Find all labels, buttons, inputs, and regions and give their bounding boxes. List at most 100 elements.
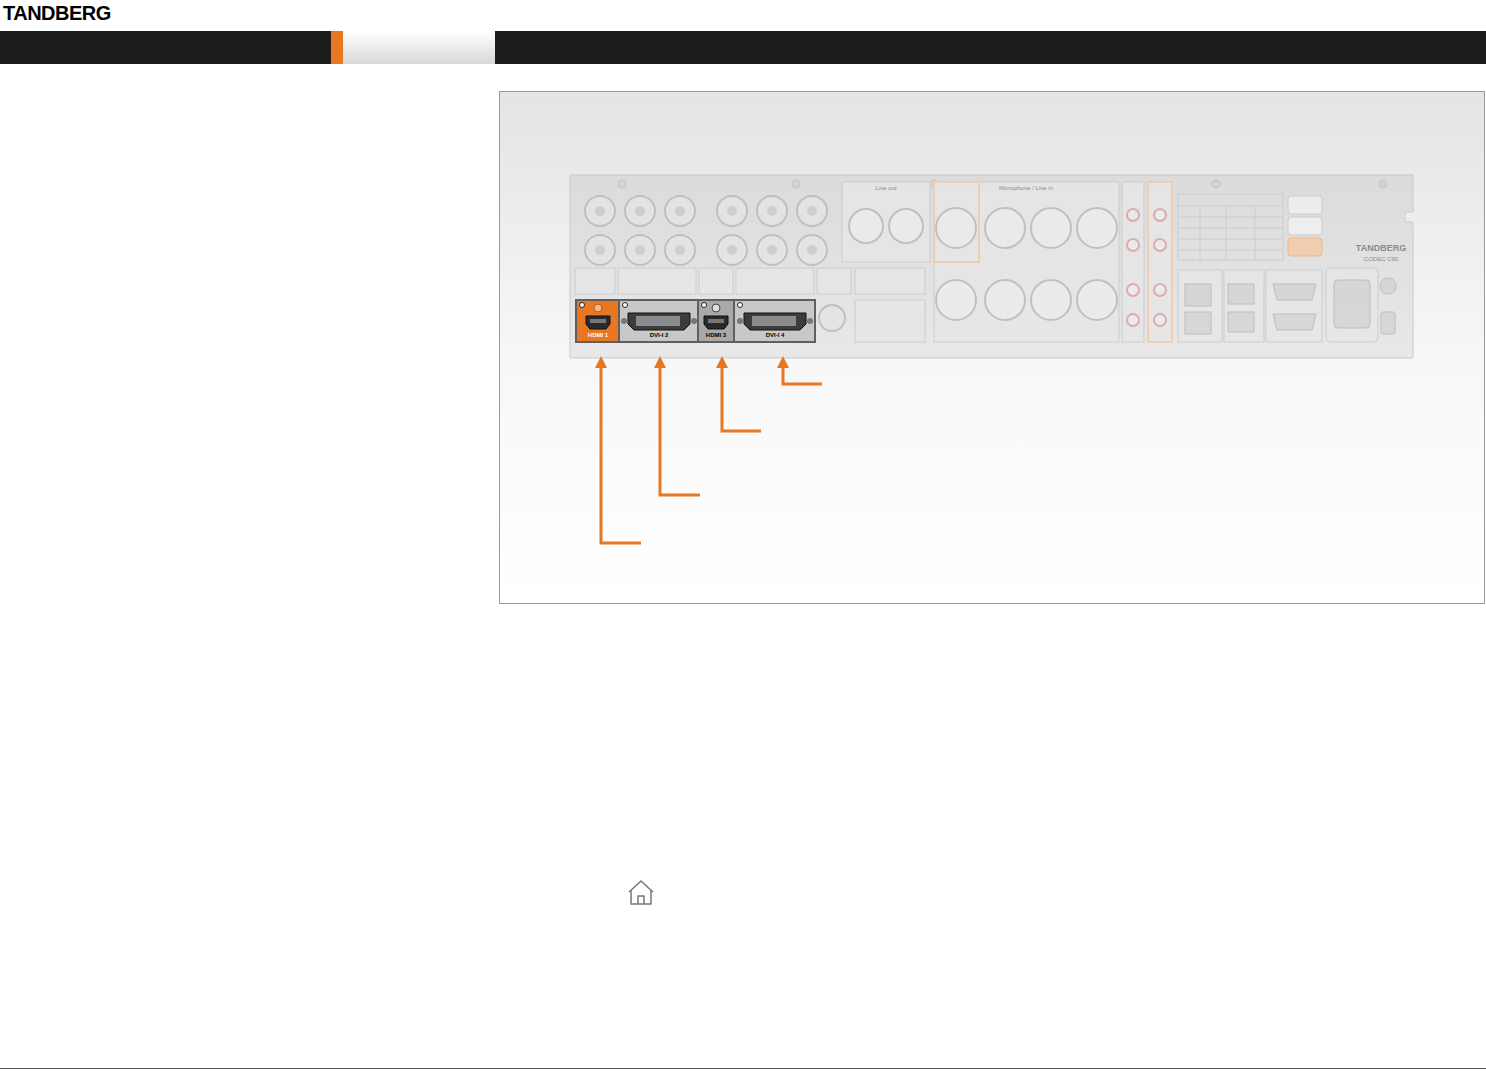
connector-label: HDMI 3: [706, 332, 726, 338]
video-input-strip: [752, 316, 796, 326]
rear-panel: [1178, 194, 1283, 260]
rear-panel: [807, 206, 817, 216]
rear-panel: [1122, 182, 1144, 342]
rear-panel: [1031, 280, 1071, 320]
rear-panel: [792, 180, 800, 188]
leader-line: [601, 364, 822, 543]
rear-panel: [1077, 280, 1117, 320]
rear-panel: [1255, 206, 1256, 260]
video-input-strip: [575, 299, 816, 343]
rear-panel: [817, 268, 851, 294]
rear-panel: [635, 206, 645, 216]
rear-panel: [625, 235, 655, 265]
video-input-strip: [708, 319, 724, 323]
rear-panel: [1185, 284, 1211, 306]
video-input-strip: [623, 303, 628, 308]
panel-label: CODEC C90: [1364, 256, 1398, 262]
rear-panel: [1224, 270, 1264, 342]
rear-panel: [727, 245, 737, 255]
footer-rule: [0, 1068, 1486, 1069]
panel-label: Line out: [875, 185, 896, 191]
rear-panel: [1273, 314, 1316, 330]
rear-panel: [1288, 238, 1322, 256]
rear-panel: [849, 209, 923, 243]
rear-panel: [855, 300, 925, 342]
rear-panel: [665, 235, 695, 265]
rear-panel: [717, 196, 747, 226]
rear-panel: [717, 235, 747, 265]
rear-panel: [727, 206, 737, 216]
rear-panel: [665, 196, 695, 226]
video-input-strip: [628, 313, 690, 330]
leader-arrowhead: [777, 356, 789, 368]
rear-panel: [1212, 180, 1220, 188]
rear-panel: [1178, 194, 1283, 260]
rear-panel: [1077, 208, 1117, 248]
rear-panel: [570, 175, 1413, 358]
rear-panel: [936, 208, 976, 248]
rear-panel: [889, 209, 923, 243]
rear-panel: [819, 305, 845, 331]
rear-panel: [699, 268, 733, 294]
video-input-strip: [636, 316, 680, 326]
rear-panel: [1288, 217, 1322, 235]
leader-line: [783, 364, 822, 384]
rear-panel: [625, 196, 655, 226]
video-input-strip: [590, 319, 606, 323]
video-input-strip: [738, 303, 743, 308]
rear-panel: [934, 182, 979, 262]
rear-panel: [1178, 217, 1283, 218]
rear-panel: [807, 245, 817, 255]
video-input-strip: [594, 304, 602, 312]
rear-panel: [849, 209, 883, 243]
rear-panel: [1266, 270, 1322, 342]
rear-panel: [675, 245, 685, 255]
rear-panel: [1288, 196, 1322, 214]
rear-panel: [1127, 314, 1139, 326]
video-input-strip: [702, 303, 707, 308]
rear-panel: [757, 196, 787, 226]
figure-frame: [500, 92, 1485, 604]
video-input-strip: [704, 316, 728, 329]
rear-panel: [618, 180, 626, 188]
rear-panel: [855, 268, 925, 294]
leader-line: [601, 364, 641, 543]
video-input-strip: [735, 301, 814, 341]
home-icon: [629, 881, 653, 904]
rear-panel: [767, 206, 777, 216]
rear-panel: [1178, 268, 1378, 342]
rear-panel: [1178, 239, 1283, 240]
header-bar: [331, 31, 343, 64]
video-input-strip: [691, 318, 697, 324]
header-bar: [343, 31, 495, 64]
rear-panel: [1127, 209, 1139, 221]
connector-label: DVI-I 4: [766, 332, 785, 338]
panel-label: Microphone / Line in: [999, 185, 1053, 191]
rear-panel: [1127, 239, 1139, 251]
rear-panel: [1381, 312, 1395, 334]
rear-panel: [585, 235, 615, 265]
rear-panel: [1200, 206, 1201, 260]
rear-panel: [842, 182, 930, 262]
leader-arrowhead: [654, 356, 666, 368]
rear-panel: [1379, 180, 1387, 188]
video-input-strip: [699, 301, 733, 341]
rear-panel: [1154, 314, 1166, 326]
rear-panel: [985, 208, 1025, 248]
rear-panel: [1380, 278, 1396, 294]
leader-arrowhead: [595, 356, 789, 368]
rear-panel: [585, 196, 615, 226]
rear-panel: [736, 268, 814, 294]
home-icon: [629, 881, 653, 892]
rear-panel: [936, 208, 1117, 320]
rear-panel: [1154, 239, 1166, 251]
video-input-strip: [580, 303, 743, 308]
rear-panel: [618, 268, 696, 294]
rear-panel: [675, 206, 685, 216]
rear-panel: [1148, 182, 1172, 342]
rear-panel: [570, 175, 1413, 358]
video-input-strip: [580, 303, 585, 308]
video-input-strip: [744, 313, 806, 330]
rear-panel: [1154, 284, 1166, 296]
